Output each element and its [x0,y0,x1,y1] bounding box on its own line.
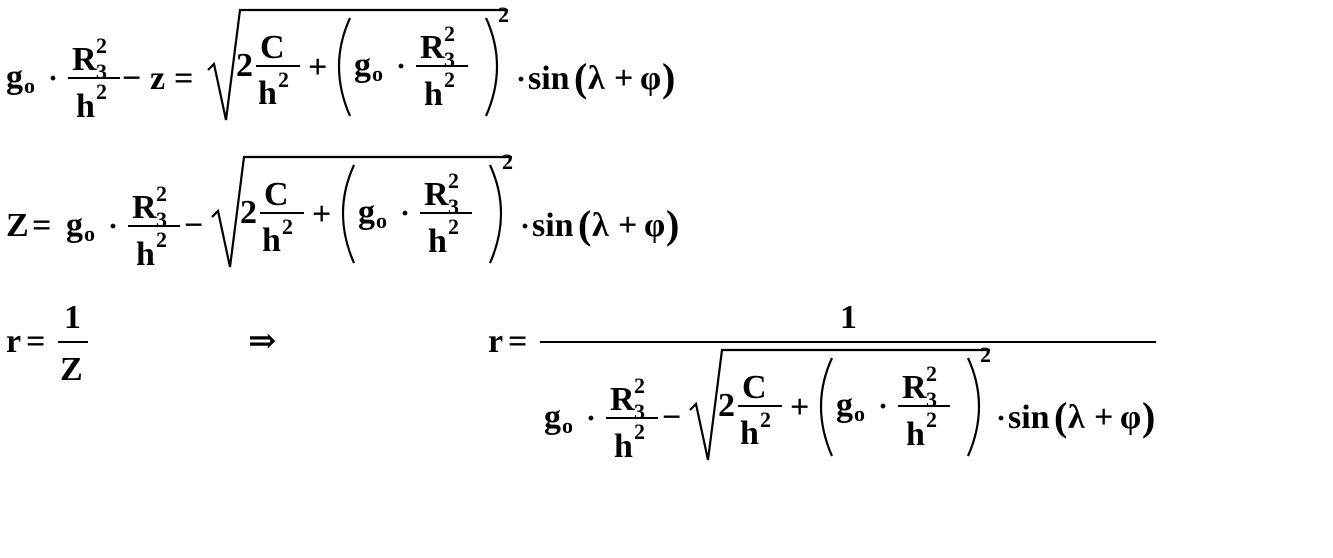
equation-2: Z = − [6,149,680,274]
variable-Z: Z [6,207,29,244]
implies-arrow: ⇒ [248,323,277,360]
minus-sign: − [184,207,203,244]
equals-sign: = [508,323,527,360]
minus-sign: − [122,60,141,97]
numerator-one: 1 [840,299,857,336]
equals-sign: = [174,60,193,97]
minus-sign: − [662,399,681,436]
variable-z: z [150,60,165,97]
variable-r: r [488,323,503,360]
numerator-one: 1 [64,299,81,336]
variable-r: r [6,323,21,360]
denominator-Z: Z [60,351,83,388]
equals-sign: = [32,207,51,244]
equation-3-left: r = 1 Z [6,299,88,388]
equals-sign: = [26,323,45,360]
equation-1: − z = [5,2,676,126]
equation-3-right: r = 1 − [488,299,1156,466]
